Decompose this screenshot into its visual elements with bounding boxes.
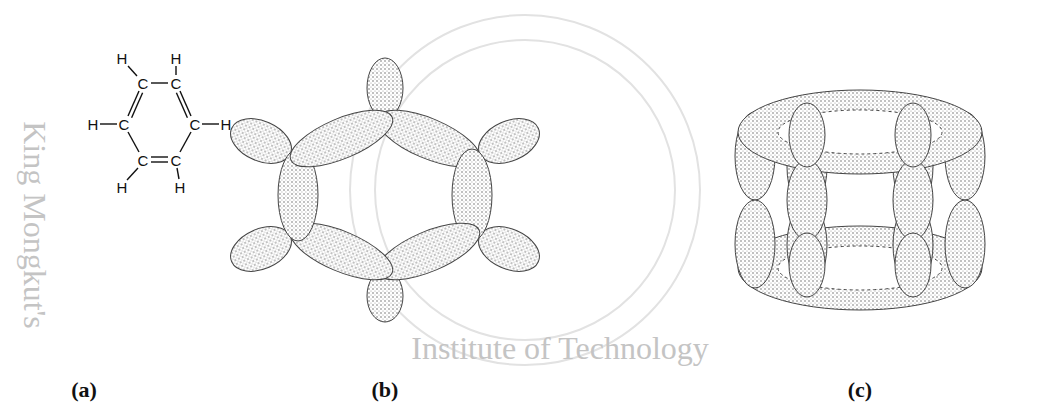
atom-label: C — [190, 117, 201, 132]
pi-cloud — [735, 90, 985, 310]
figure-label: (b) — [372, 379, 399, 401]
watermark-text: King Mongkut's — [19, 121, 51, 329]
figure-label: (a) — [71, 379, 97, 401]
sigma-orbitals — [224, 58, 547, 322]
atom-label: H — [88, 117, 99, 132]
atom-label: H — [117, 180, 128, 195]
bond-lines — [100, 66, 219, 180]
atom-label: C — [138, 76, 149, 91]
atom-label: C — [138, 153, 149, 168]
watermark-seal — [350, 15, 700, 365]
atom-label: C — [119, 117, 130, 132]
watermark-text: Institute of Technology — [411, 332, 709, 364]
atom-label: H — [171, 51, 182, 66]
atom-label: C — [171, 76, 182, 91]
atom-label: C — [171, 153, 182, 168]
atom-label: H — [117, 51, 128, 66]
atom-label: H — [221, 117, 232, 132]
atom-label: H — [175, 180, 186, 195]
figure-label: (c) — [848, 379, 872, 401]
